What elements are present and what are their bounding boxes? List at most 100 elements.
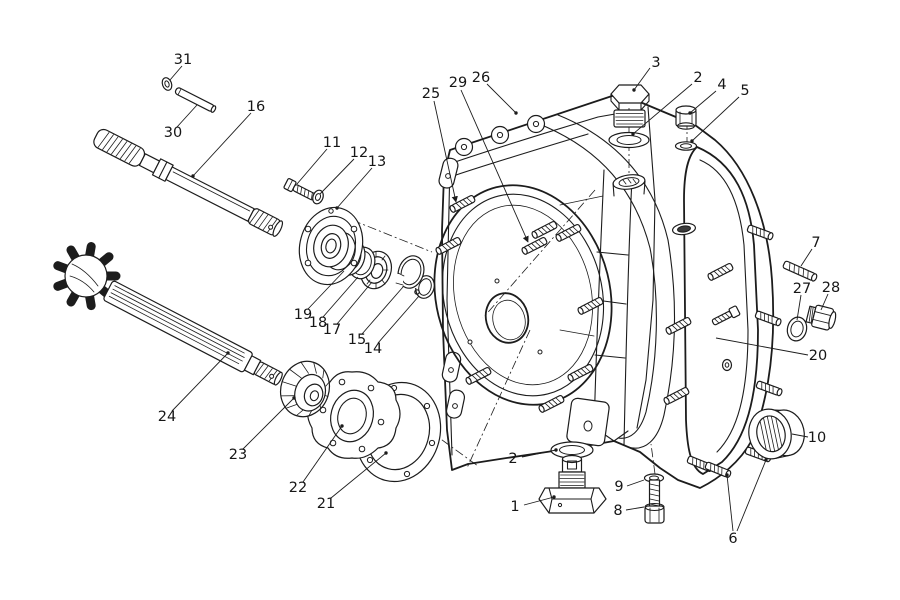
leader-line-9 [626,479,645,487]
callout-label-17: 17 [323,322,341,338]
callout-label-22: 22 [289,480,307,496]
filler-boss [612,174,646,197]
callout-label-1: 1 [510,499,519,515]
pinion-shaft [53,242,283,386]
filler-plug [610,84,650,128]
leader-dot-6 [725,473,729,477]
leader-line-2 [632,83,693,135]
leader-line-10 [791,433,809,438]
leader-line-20 [715,337,809,356]
callout-label-2: 2 [508,451,517,467]
callout-label-23: 23 [229,447,247,463]
leader-dot-21 [384,451,388,455]
leader-line-30 [176,104,198,128]
leader-line-2 [521,449,557,458]
stud-7 [781,259,819,283]
leader-line-29 [460,89,529,243]
side-cover-plate [683,146,759,475]
leader-line-15 [361,286,404,335]
leader-line-8 [625,506,645,511]
left-edge-bosses [438,157,466,419]
snap-ring [394,255,425,289]
callout-label-14: 14 [364,341,382,357]
pinion-flange [306,371,401,459]
drive-flange [298,206,364,286]
callout-label-10: 10 [808,430,826,446]
cover-washer [786,316,808,342]
needle-bearing [748,408,805,460]
leader-line-18 [322,276,359,318]
callout-label-31: 31 [174,52,192,68]
callout-label-2: 2 [693,70,702,86]
pinion-bearing [279,360,331,418]
gearbox-housing [433,94,775,489]
roll-pin [174,87,217,113]
leader-line-31 [169,65,183,81]
leader-line-19 [307,270,345,310]
leader-line-5 [691,96,740,142]
housing-studs [434,194,819,479]
leader-line-25 [433,100,458,203]
callout-label-8: 8 [613,503,622,519]
leader-dot-4 [688,111,692,115]
callout-label-20: 20 [809,348,827,364]
leader-line-1 [523,496,555,506]
drain-plug [538,454,607,514]
leader-line-13 [336,167,373,209]
callout-label-21: 21 [317,496,335,512]
leader-dot-6 [764,458,768,462]
callout-label-5: 5 [740,83,749,99]
leader-line-7 [800,248,813,267]
callout-label-13: 13 [368,154,386,170]
breather-washer [674,141,698,151]
filler-washer [608,131,650,149]
flange-bolt [283,178,316,201]
axle-shaft [93,128,284,237]
pinion-bore [484,292,530,344]
leader-dot-2 [554,448,558,452]
leader-dot-13 [335,206,339,210]
leader-line-23 [242,397,295,450]
leader-dot-5 [690,139,694,143]
callout-label-29: 29 [449,75,467,91]
leader-line-27 [796,294,802,321]
leader-dot-24 [226,351,230,355]
callout-label-28: 28 [822,280,840,296]
leader-line-12 [319,158,355,195]
callout-label-19: 19 [294,307,312,323]
cover-plug [805,304,837,331]
callout-label-15: 15 [348,332,366,348]
callout-label-11: 11 [323,135,341,151]
leader-line-16 [192,112,252,177]
callout-label-30: 30 [164,125,182,141]
leader-dot-23 [292,396,296,400]
pinion-gear [53,242,121,311]
callout-label-12: 12 [350,145,368,161]
callout-label-18: 18 [309,315,327,331]
callout-label-24: 24 [158,409,176,425]
callout-label-3: 3 [651,55,660,71]
leader-dot-26 [514,111,518,115]
cover-bolt-8 [643,473,665,524]
callout-label-26: 26 [472,70,490,86]
mounting-block [566,397,610,447]
callout-label-4: 4 [717,77,726,93]
top-rail-bosses [454,114,546,157]
leader-line-26 [486,83,517,114]
leader-line-6 [726,474,734,532]
leader-line-11 [296,148,328,185]
leader-line-28 [820,293,829,311]
leader-dot-2 [631,132,635,136]
leader-dot-16 [191,174,195,178]
leader-line-3 [633,67,651,91]
leader-line-22 [302,425,343,483]
leader-dot-3 [632,88,636,92]
leader-line-24 [171,352,229,412]
callout-label-16: 16 [247,99,265,115]
leader-dot-1 [552,495,556,499]
leader-line-6 [736,459,767,532]
callout-label-25: 25 [422,86,440,102]
